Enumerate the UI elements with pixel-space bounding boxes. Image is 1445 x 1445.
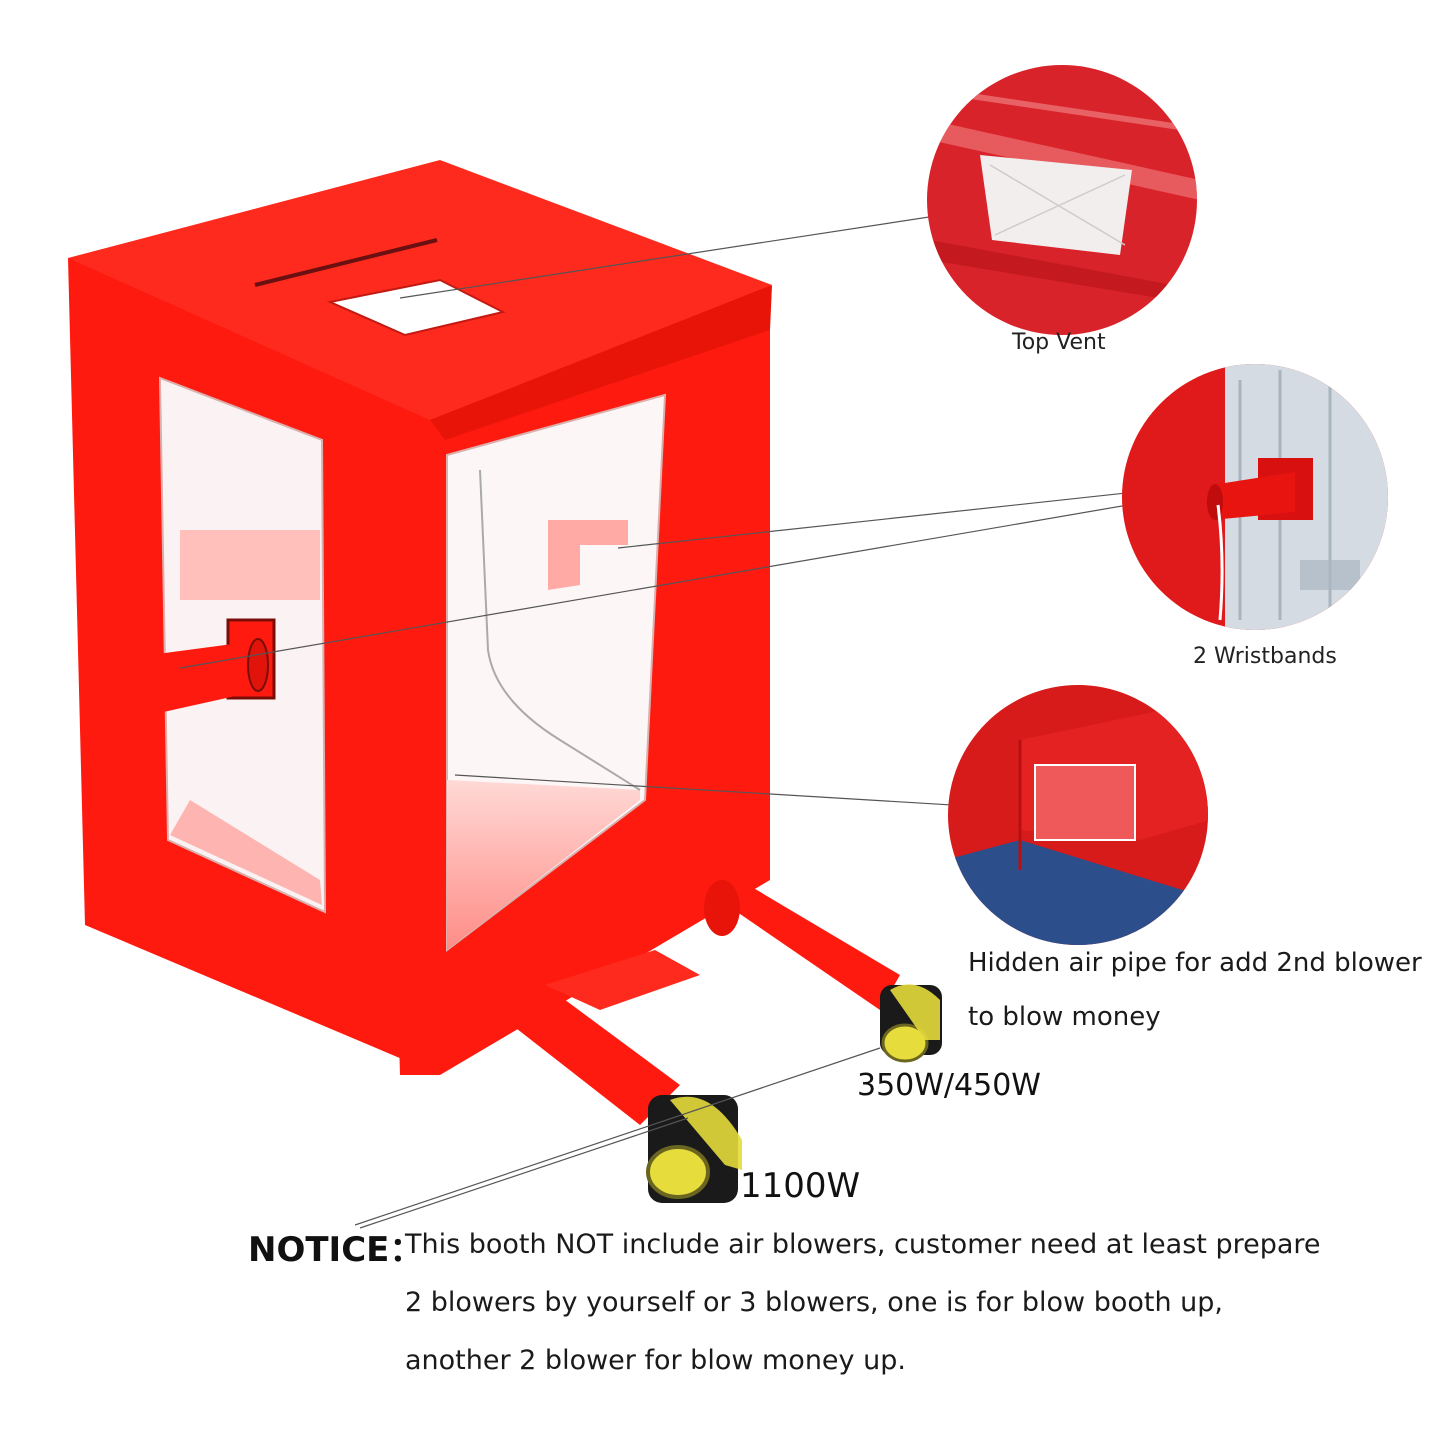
blower-small [880,984,942,1063]
notice-heading: NOTICE： [248,1230,424,1270]
booth-tube-right [705,880,900,1010]
notice-line-1: This booth NOT include air blowers, cust… [405,1229,1321,1260]
blower-large [646,1095,742,1203]
money-slot [254,238,438,287]
wristbands-caption: 2 Wristbands [1193,644,1337,669]
hidden-pipe-caption-line2: to blow money [968,1002,1161,1032]
notice-line-3: another 2 blower for blow money up. [405,1345,906,1376]
top-vent-caption: Top Vent [1012,330,1106,355]
top-vent-panel [326,278,506,337]
notice-line-2: 2 blowers by yourself or 3 blowers, one … [405,1287,1223,1318]
inner-air-pipe [548,520,628,590]
large-blower-wattage: 1100W [740,1166,861,1206]
hidden-pipe-caption-line1: Hidden air pipe for add 2nd blower [968,948,1422,978]
hidden-pipe-detail-photo [948,685,1208,945]
top-vent-detail-photo [927,65,1197,335]
wristbands-detail-photo [1122,364,1388,630]
inflatable-booth [68,160,900,1125]
small-blower-wattage: 350W/450W [857,1068,1041,1103]
booth-tube-left [480,985,680,1125]
